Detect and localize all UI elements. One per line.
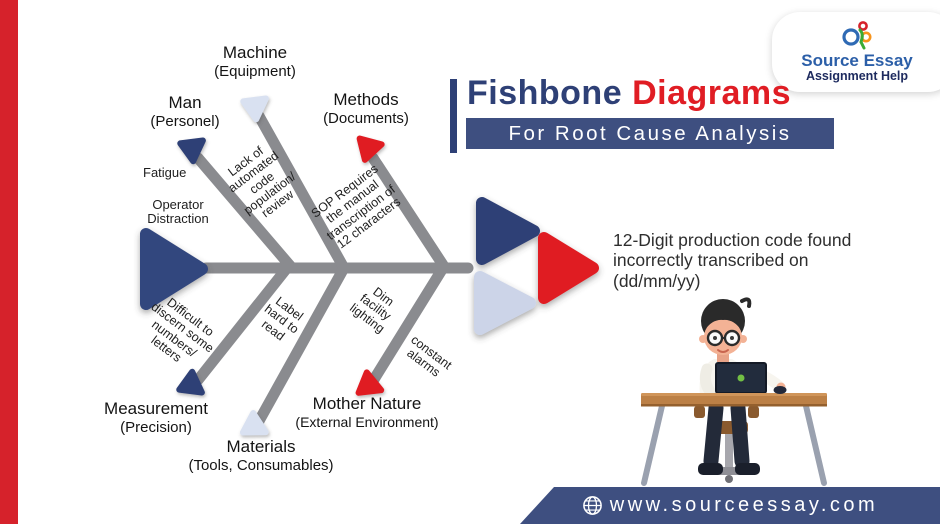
brand-name: Source Essay — [801, 50, 913, 70]
source-essay-logo-icon — [842, 20, 872, 50]
desk-top — [641, 393, 827, 406]
category-label: Mother Nature — [312, 394, 422, 413]
right-leg — [730, 400, 750, 469]
cause-operator-distraction: Operator Distraction — [147, 197, 209, 226]
category-methods: Methods (Documents) — [306, 90, 426, 128]
effect-statement: 12-Digit production code found incorrect… — [613, 230, 852, 291]
tail-triangle-icon — [140, 228, 208, 310]
title-part-fishbone: Fishbone — [467, 74, 623, 112]
category-sublabel: (Documents) — [323, 110, 409, 128]
mother-nature-bone — [367, 262, 449, 387]
category-label: Machine — [222, 43, 288, 62]
chair-armrest-right — [748, 406, 759, 418]
category-machine: Machine (Equipment) — [192, 43, 318, 81]
category-label: Methods — [333, 90, 399, 109]
hair-front — [703, 306, 743, 331]
head-triangle-red-icon — [538, 232, 599, 304]
machine-bone — [253, 110, 350, 274]
bones — [192, 110, 474, 427]
left-arm — [699, 363, 718, 400]
left-shoe — [698, 463, 723, 475]
head-and-tail — [140, 197, 599, 335]
methods-arrow-icon — [360, 134, 385, 160]
brand-tagline: Assignment Help — [805, 69, 909, 84]
machine-arrow-icon — [243, 90, 272, 120]
category-materials: Materials (Tools, Consumables) — [166, 437, 356, 475]
mouse — [773, 386, 787, 394]
category-measurement: Measurement (Precision) — [91, 399, 221, 437]
globe-icon — [582, 496, 602, 515]
category-sublabel: (Tools, Consumables) — [188, 457, 334, 475]
head-triangle-light-icon — [474, 271, 536, 335]
category-label: Man — [168, 93, 202, 112]
chair-wheel — [725, 475, 733, 483]
category-label: Materials — [226, 437, 296, 456]
category-mother-nature: Mother Nature (External Environment) — [277, 394, 457, 431]
category-label: Measurement — [104, 399, 208, 418]
desk-leg-right — [803, 403, 827, 486]
category-sublabel: (Personel) — [150, 113, 220, 131]
category-sublabel: (External Environment) — [295, 414, 439, 431]
methods-bone — [367, 152, 451, 274]
chair-armrest-left — [694, 406, 705, 418]
head-triangle-navy-icon — [476, 197, 540, 265]
website-link[interactable]: www.sourceessay.com — [609, 494, 879, 516]
materials-bone — [253, 262, 350, 427]
glasses-icon — [706, 329, 741, 347]
right-shoe — [735, 463, 760, 475]
man-arrow-icon — [180, 132, 209, 162]
page-title: Fishbone Diagrams — [467, 74, 791, 113]
cause-fatigue: Fatigue — [143, 165, 187, 180]
category-sublabel: (Precision) — [120, 419, 192, 437]
hair-tuft — [740, 297, 752, 308]
desk-top-edge — [641, 404, 827, 407]
man-bone — [192, 152, 298, 274]
category-sublabel: (Equipment) — [214, 63, 296, 81]
left-leg — [703, 400, 724, 469]
title-part-diagrams: Diagrams — [632, 74, 792, 112]
subtitle-banner: For Root Cause Analysis — [466, 118, 834, 149]
chair-column — [725, 434, 733, 467]
smile — [717, 349, 729, 353]
desk-top-highlight — [641, 393, 827, 396]
footer-banner: www.sourceessay.com — [520, 487, 940, 524]
measurement-bone — [192, 262, 293, 386]
brand-logo[interactable]: Source Essay Assignment Help — [772, 12, 940, 92]
left-accent-bar — [0, 0, 18, 524]
category-man: Man (Personel) — [130, 93, 240, 131]
title-accent-bar — [450, 79, 457, 153]
desk-leg-left — [641, 403, 665, 486]
laptop-logo-dot — [737, 374, 745, 382]
person-at-desk-illustration — [641, 297, 827, 486]
